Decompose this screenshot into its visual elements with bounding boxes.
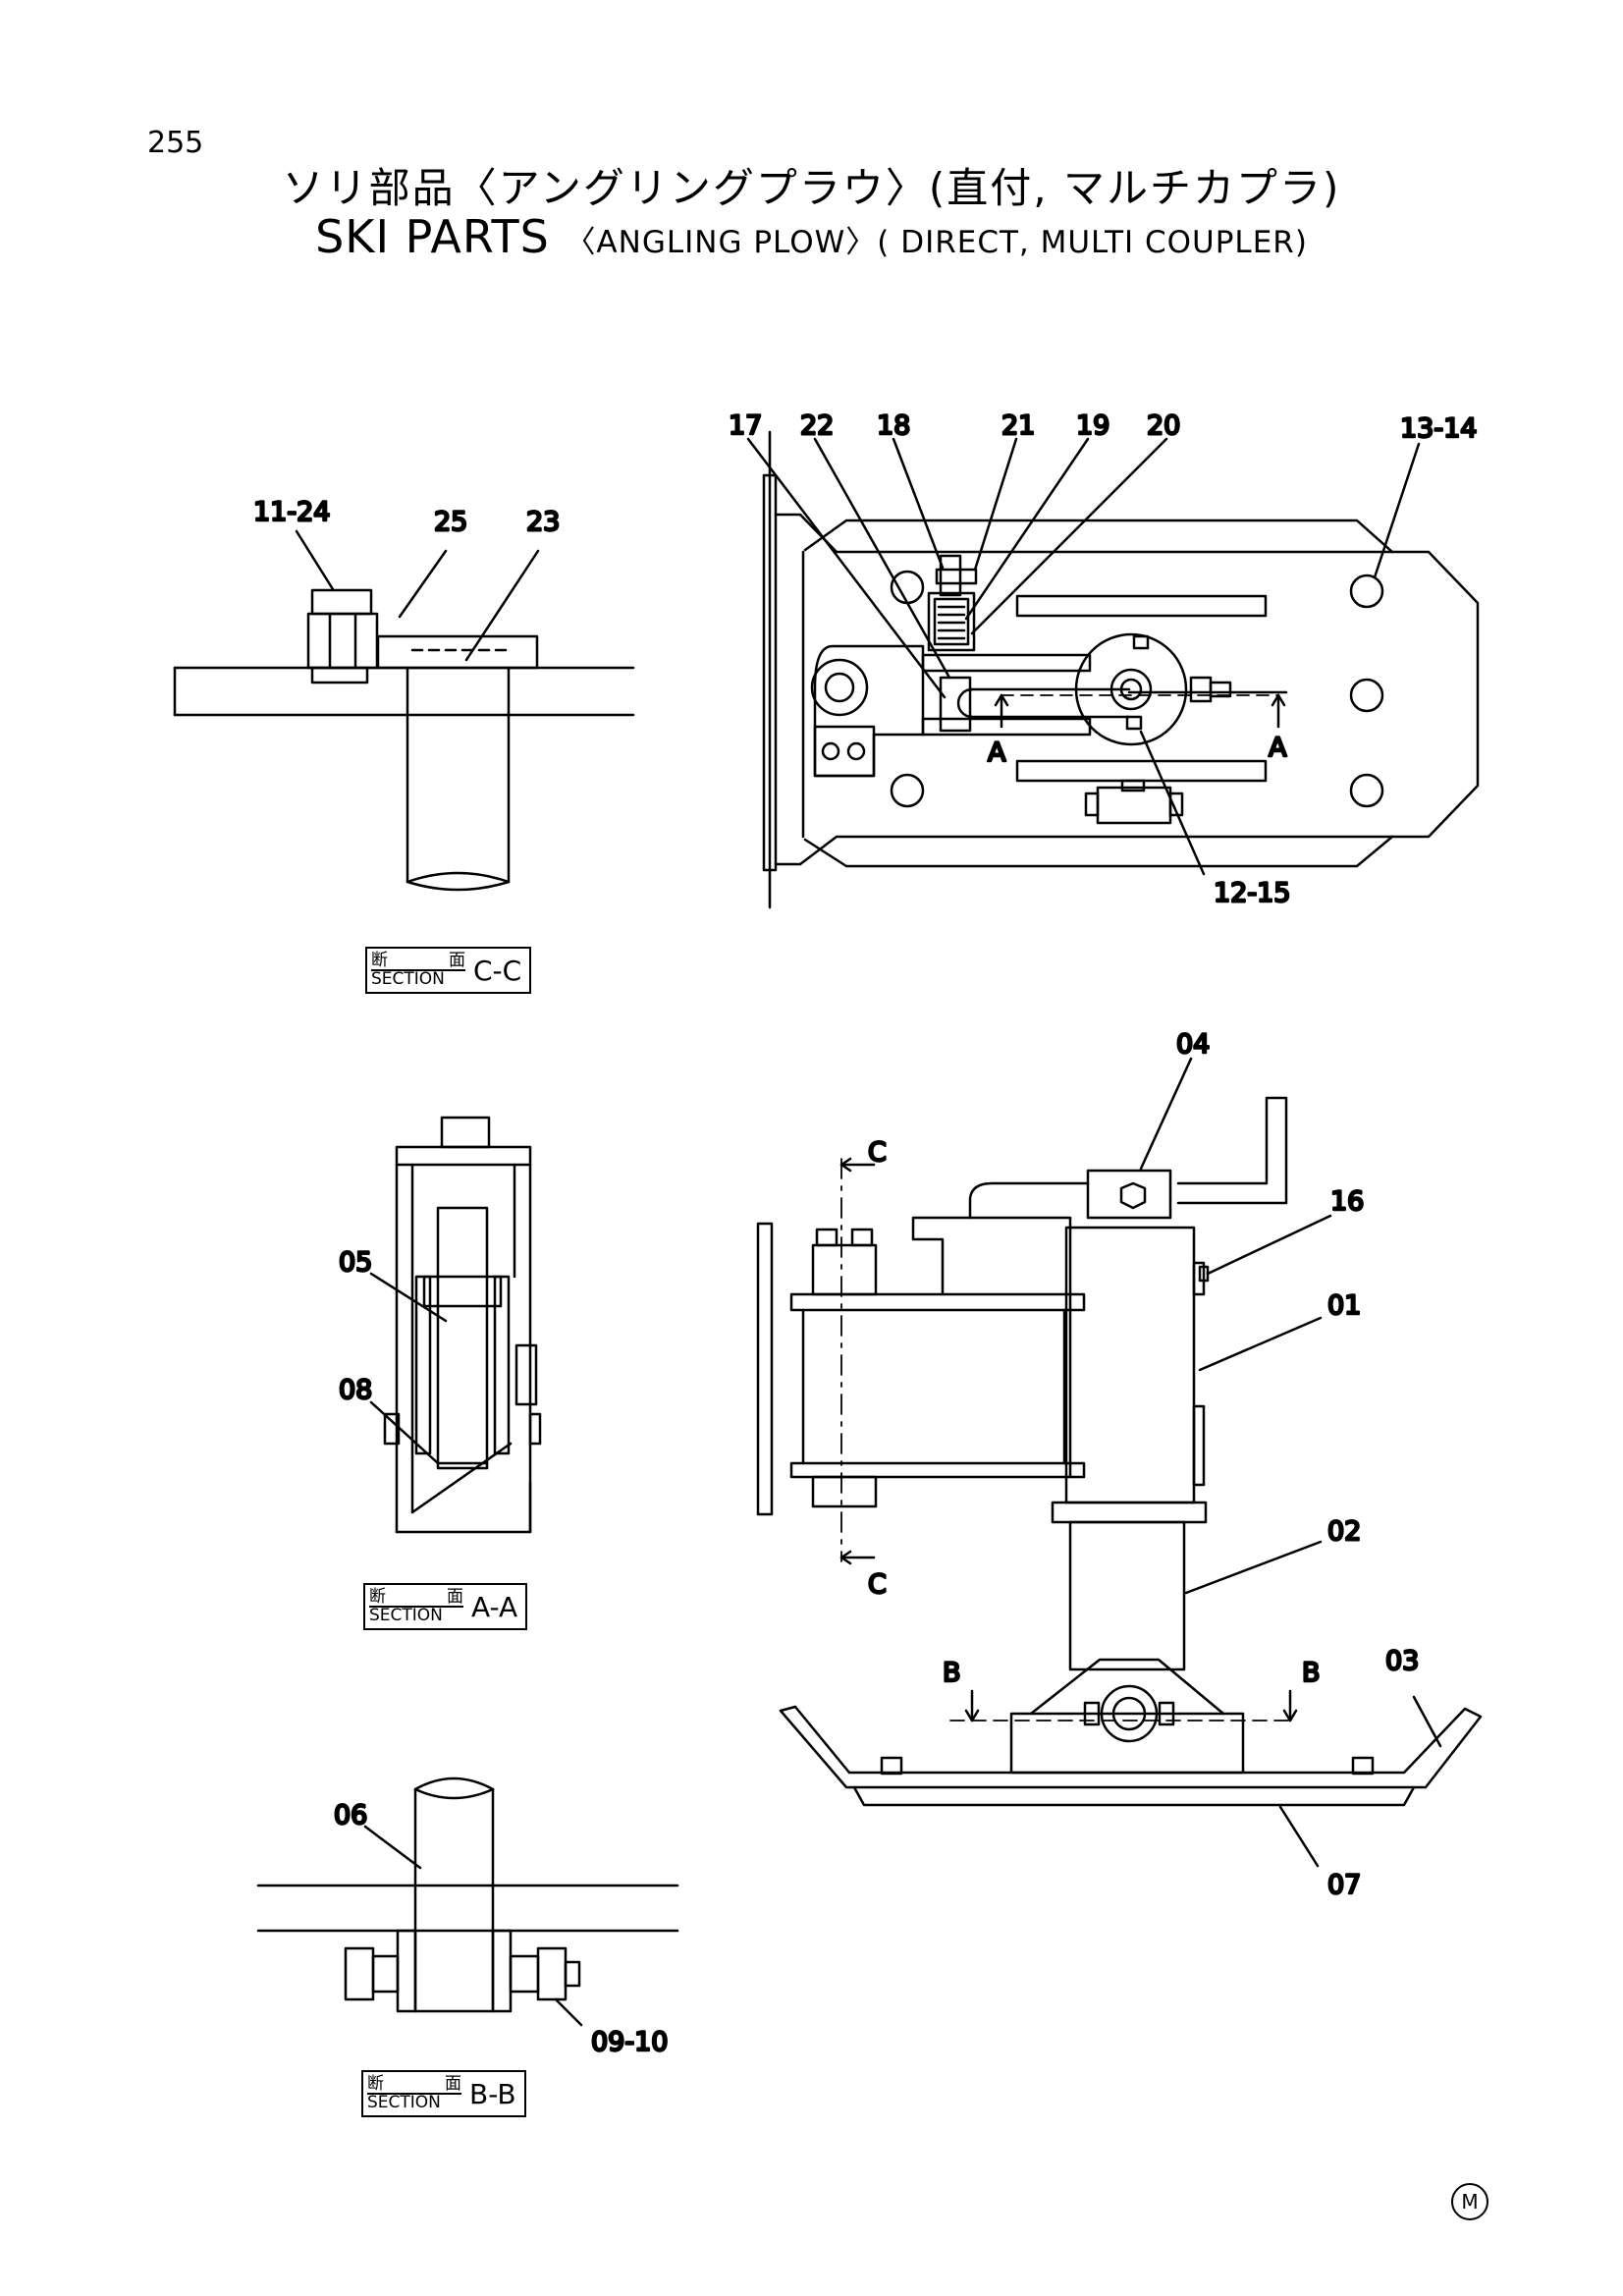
label-11-24: 11-24: [253, 497, 330, 527]
title-english-main: SKI PARTS: [315, 210, 550, 263]
section-cc-caption: 断 面 SECTION: [367, 953, 471, 988]
label-04: 04: [1176, 1029, 1210, 1060]
label-09-10: 09-10: [591, 2027, 668, 2057]
section-bb-caption: 断 面 SECTION: [363, 2076, 467, 2111]
section-cc-en: SECTION: [371, 969, 465, 988]
label-23: 23: [526, 507, 560, 537]
marker-a-right: A: [1269, 733, 1287, 763]
circled-m-mark: M: [1451, 2183, 1488, 2220]
title-japanese: ソリ部品〈アングリングプラウ〉(直付, マルチカプラ): [282, 164, 1341, 212]
section-cc-drawing: [173, 529, 635, 892]
section-cc-jp-b: 面: [449, 951, 465, 970]
label-08: 08: [339, 1375, 372, 1405]
marker-c-bottom: C: [868, 1569, 887, 1600]
section-bb-jp-b: 面: [445, 2074, 461, 2094]
side-view-drawing: [756, 1057, 1483, 1868]
top-view-drawing: [746, 430, 1480, 909]
label-22: 22: [800, 410, 834, 441]
label-18: 18: [877, 410, 910, 441]
marker-b-left: B: [943, 1658, 961, 1688]
label-13-14: 13-14: [1400, 413, 1477, 444]
label-07: 07: [1327, 1870, 1361, 1900]
section-aa-en: SECTION: [369, 1606, 463, 1624]
title-english-sub: 〈ANGLING PLOW〉( DIRECT, MULTI COUPLER): [565, 225, 1308, 260]
section-bb-title: 断 面 SECTION B-B: [361, 2070, 526, 2117]
label-06: 06: [334, 1800, 367, 1831]
label-25: 25: [434, 507, 467, 537]
section-aa-jp-a: 断: [369, 1587, 386, 1607]
section-cc-id: C-C: [473, 954, 522, 987]
label-02: 02: [1327, 1516, 1361, 1547]
section-bb-drawing: [256, 1777, 679, 2027]
label-16: 16: [1330, 1186, 1364, 1217]
section-cc-jp-a: 断: [371, 951, 388, 970]
section-bb-id: B-B: [469, 2077, 516, 2110]
label-17: 17: [729, 410, 762, 441]
marker-c-top: C: [868, 1137, 887, 1168]
section-aa-id: A-A: [471, 1590, 518, 1623]
page-number: 255: [147, 126, 204, 160]
section-aa-drawing: [369, 1116, 542, 1534]
label-20: 20: [1147, 410, 1180, 441]
label-21: 21: [1001, 410, 1035, 441]
label-03: 03: [1385, 1646, 1419, 1676]
label-01: 01: [1327, 1290, 1361, 1321]
label-12-15: 12-15: [1214, 878, 1290, 908]
section-aa-caption: 断 面 SECTION: [365, 1589, 469, 1624]
marker-b-right: B: [1302, 1658, 1321, 1688]
title-english: SKI PARTS 〈ANGLING PLOW〉( DIRECT, MULTI …: [0, 210, 1623, 263]
section-bb-jp-a: 断: [367, 2074, 384, 2094]
section-cc-title: 断 面 SECTION C-C: [365, 947, 532, 994]
section-aa-jp-b: 面: [447, 1587, 463, 1607]
marker-a-left: A: [988, 738, 1006, 768]
label-05: 05: [339, 1247, 372, 1278]
section-bb-en: SECTION: [367, 2093, 461, 2111]
label-19: 19: [1076, 410, 1109, 441]
section-aa-title: 断 面 SECTION A-A: [363, 1583, 528, 1630]
